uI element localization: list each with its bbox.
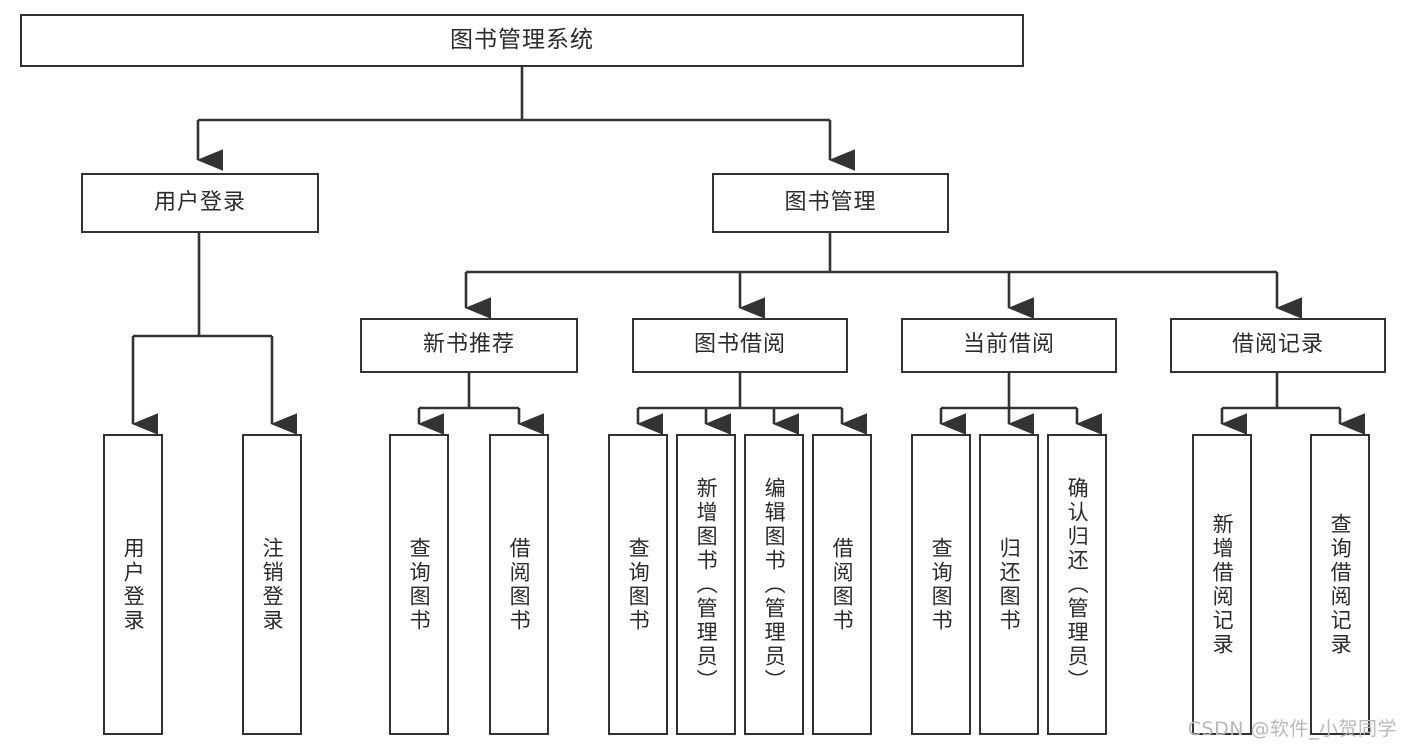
node-user-login[interactable]: 用户登录 bbox=[81, 173, 319, 233]
node-root-book-management-system[interactable]: 图书管理系统 bbox=[20, 14, 1024, 67]
leaf-confirm-return-admin[interactable]: 确认归还（管理员） bbox=[1047, 434, 1107, 735]
node-current-borrow[interactable]: 当前借阅 bbox=[901, 318, 1117, 373]
node-label: 用户登录 bbox=[153, 189, 246, 215]
node-label: 借阅记录 bbox=[1231, 332, 1324, 358]
node-new-book-recommend[interactable]: 新书推荐 bbox=[360, 318, 578, 373]
node-label: 注销登录 bbox=[260, 536, 285, 633]
leaf-borrow-books-recommend[interactable]: 借阅图书 bbox=[489, 434, 549, 735]
leaf-borrow-books[interactable]: 借阅图书 bbox=[812, 434, 872, 735]
node-book-management[interactable]: 图书管理 bbox=[712, 173, 949, 233]
leaf-user-login[interactable]: 用户登录 bbox=[103, 434, 163, 735]
node-label: 确认归还（管理员） bbox=[1065, 476, 1090, 693]
leaf-query-books-borrow[interactable]: 查询图书 bbox=[608, 434, 668, 735]
node-label: 归还图书 bbox=[997, 536, 1022, 633]
leaf-return-books[interactable]: 归还图书 bbox=[979, 434, 1039, 735]
node-label: 编辑图书（管理员） bbox=[762, 476, 787, 693]
node-label: 用户登录 bbox=[121, 536, 146, 633]
node-label: 借阅图书 bbox=[507, 536, 532, 633]
leaf-query-borrow-record[interactable]: 查询借阅记录 bbox=[1310, 434, 1370, 735]
node-borrow-record[interactable]: 借阅记录 bbox=[1170, 318, 1386, 373]
node-label: 图书管理 bbox=[784, 189, 877, 215]
node-label: 查询图书 bbox=[626, 536, 651, 633]
leaf-add-borrow-record[interactable]: 新增借阅记录 bbox=[1192, 434, 1252, 735]
node-label: 图书借阅 bbox=[693, 332, 786, 358]
leaf-logout[interactable]: 注销登录 bbox=[242, 434, 302, 735]
node-label: 查询借阅记录 bbox=[1328, 512, 1353, 657]
node-label: 当前借阅 bbox=[962, 332, 1055, 358]
leaf-query-books-current[interactable]: 查询图书 bbox=[911, 434, 971, 735]
leaf-query-books-recommend[interactable]: 查询图书 bbox=[389, 434, 449, 735]
node-label: 借阅图书 bbox=[830, 536, 855, 633]
node-label: 图书管理系统 bbox=[450, 26, 594, 53]
node-label: 新增借阅记录 bbox=[1210, 512, 1235, 657]
node-label: 新增图书（管理员） bbox=[694, 476, 719, 693]
node-book-borrow[interactable]: 图书借阅 bbox=[632, 318, 848, 373]
node-label: 新书推荐 bbox=[422, 332, 515, 358]
node-label: 查询图书 bbox=[929, 536, 954, 633]
node-label: 查询图书 bbox=[407, 536, 432, 633]
leaf-edit-book-admin[interactable]: 编辑图书（管理员） bbox=[744, 434, 804, 735]
leaf-add-book-admin[interactable]: 新增图书（管理员） bbox=[676, 434, 736, 735]
watermark-text: CSDN @软件_小贺同学 bbox=[1187, 718, 1397, 740]
